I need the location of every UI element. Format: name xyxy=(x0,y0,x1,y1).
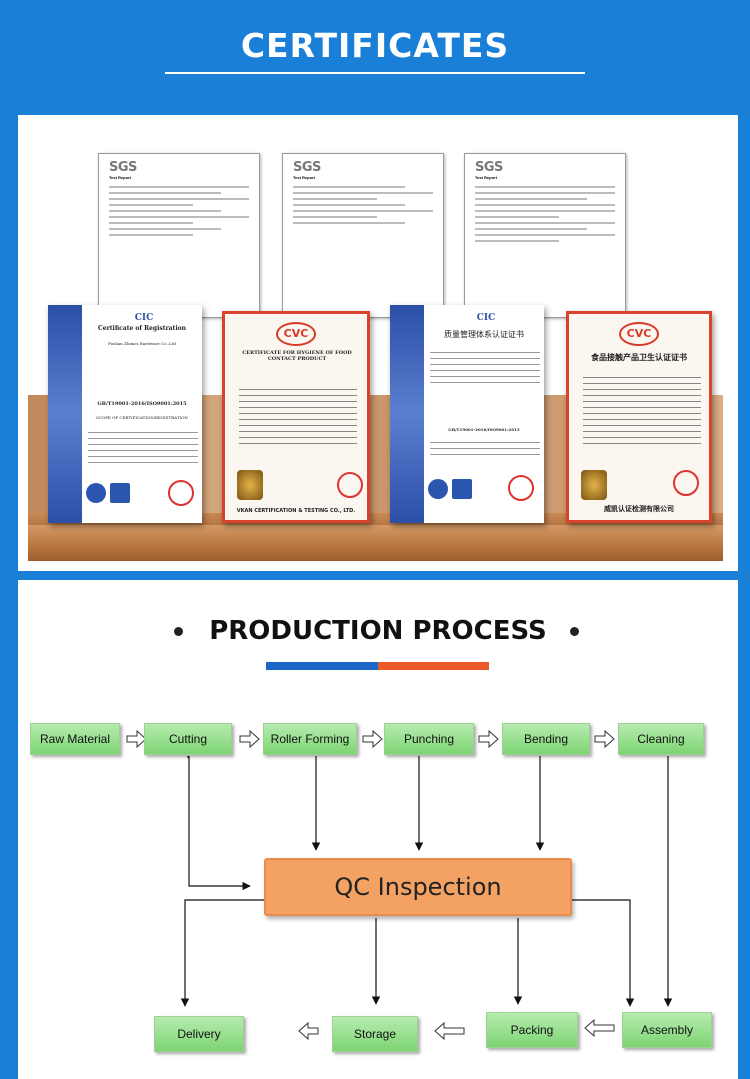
cic-blue-band xyxy=(48,305,82,523)
step-storage: Storage xyxy=(332,1016,418,1052)
arrow-right-icon xyxy=(594,729,615,749)
certificates-panel: SGS Test Report SGS Test Report SGS Test… xyxy=(18,115,738,571)
cvc-hygiene-certificate: CVC CERTIFICATE FOR HYGIENE OF FOOD CONT… xyxy=(222,311,370,523)
title-bar-blue xyxy=(266,662,378,670)
issuer-name: 威凯认证检测有限公司 xyxy=(604,505,674,513)
arrow-right-icon xyxy=(239,729,260,749)
gold-seal-icon xyxy=(237,470,263,500)
hollow-arrows-top xyxy=(126,729,615,749)
wooden-shelf xyxy=(28,525,723,561)
company-name: Foshan Zhimei Hardware Co.,Ltd xyxy=(108,341,176,346)
cic-blue-band xyxy=(390,305,424,523)
arrow-right-icon xyxy=(126,729,147,749)
sgs-report-2: SGS Test Report xyxy=(282,153,444,318)
standard-number: GB/T19001-2016/ISO9001:2015 xyxy=(448,427,520,432)
cnas-badge-icon xyxy=(110,483,130,503)
title-bar-orange xyxy=(378,662,489,670)
sgs-logo: SGS xyxy=(293,160,321,175)
cvc-logo: CVC xyxy=(619,322,659,346)
hollow-arrows-bottom xyxy=(298,1018,615,1041)
step-delivery: Delivery xyxy=(154,1016,244,1052)
step-qc-inspection: QC Inspection xyxy=(264,858,572,916)
report-heading: Test Report xyxy=(293,175,315,180)
flow-arrows xyxy=(126,729,673,1041)
red-seal-icon xyxy=(168,480,194,506)
certificate-title: 食品接触产品卫生认证证书 xyxy=(591,352,687,362)
cic-badge-icon xyxy=(428,479,448,499)
cnas-badge-icon xyxy=(452,479,472,499)
cvc-logo: CVC xyxy=(276,322,316,346)
report-text-lines xyxy=(293,186,433,224)
certificate-title: Certificate of Registration xyxy=(98,325,186,332)
arrow-left-icon xyxy=(298,1021,319,1041)
cic-quality-certificate: CIC 质量管理体系认证证书 GB/T19001-2016/ISO9001:20… xyxy=(390,305,544,523)
certificate-title: 质量管理体系认证证书 xyxy=(444,330,524,339)
production-title: PRODUCTION PROCESS xyxy=(209,616,547,646)
arrow-right-icon xyxy=(362,729,383,749)
gold-seal-icon xyxy=(581,470,607,500)
step-bending: Bending xyxy=(502,723,590,755)
step-raw-material: Raw Material xyxy=(30,723,120,755)
arrow-left-icon xyxy=(434,1021,465,1041)
report-heading: Test Report xyxy=(475,175,497,180)
sgs-report-3: SGS Test Report xyxy=(464,153,626,318)
sgs-logo: SGS xyxy=(475,160,503,175)
report-text-lines xyxy=(475,186,615,242)
arrow-left-icon xyxy=(584,1018,615,1038)
report-heading: Test Report xyxy=(109,175,131,180)
sgs-logo: SGS xyxy=(109,160,137,175)
step-cutting: Cutting xyxy=(144,723,232,755)
bullet-dot-left xyxy=(174,627,183,636)
certificate-text-lines xyxy=(583,372,701,449)
red-seal-icon xyxy=(508,475,534,501)
step-packing: Packing xyxy=(486,1012,578,1048)
report-text-lines xyxy=(109,186,249,236)
title-underline xyxy=(165,72,585,74)
cic-logo: CIC xyxy=(134,313,154,323)
header-banner: CERTIFICATES xyxy=(0,0,750,108)
certificate-text-lines xyxy=(430,347,540,388)
red-star-seal-icon xyxy=(673,470,699,496)
certificate-text-lines-2 xyxy=(430,437,540,460)
page-title: CERTIFICATES xyxy=(240,26,510,65)
cic-logo: CIC xyxy=(476,313,496,323)
step-roller-forming: Roller Forming xyxy=(263,723,357,755)
certificate-text-lines xyxy=(88,427,198,468)
arrow-right-icon xyxy=(478,729,499,749)
sgs-report-1: SGS Test Report xyxy=(98,153,260,318)
standard-number: GB/T19001-2016/ISO9001:2015 xyxy=(97,401,187,407)
step-punching: Punching xyxy=(384,723,474,755)
step-cleaning: Cleaning xyxy=(618,723,704,755)
certificate-text-lines xyxy=(239,384,357,449)
issuer-name: VKAN CERTIFICATION & TESTING CO., LTD. xyxy=(236,508,356,514)
bullet-dot-right xyxy=(570,627,579,636)
step-assembly: Assembly xyxy=(622,1012,712,1048)
cvc-hygiene-certificate-cn: CVC 食品接触产品卫生认证证书 威凯认证检测有限公司 xyxy=(566,311,712,523)
cic-badge-icon xyxy=(86,483,106,503)
production-panel: PRODUCTION PROCESS xyxy=(18,580,738,1079)
scope-heading: SCOPE OF CERTIFICATION/REGISTRATION xyxy=(96,415,188,420)
cic-registration-certificate: CIC Certificate of Registration Foshan Z… xyxy=(48,305,202,523)
certificate-title: CERTIFICATE FOR HYGIENE OF FOOD CONTACT … xyxy=(242,350,352,362)
cvc-red-seal-icon xyxy=(337,472,363,498)
